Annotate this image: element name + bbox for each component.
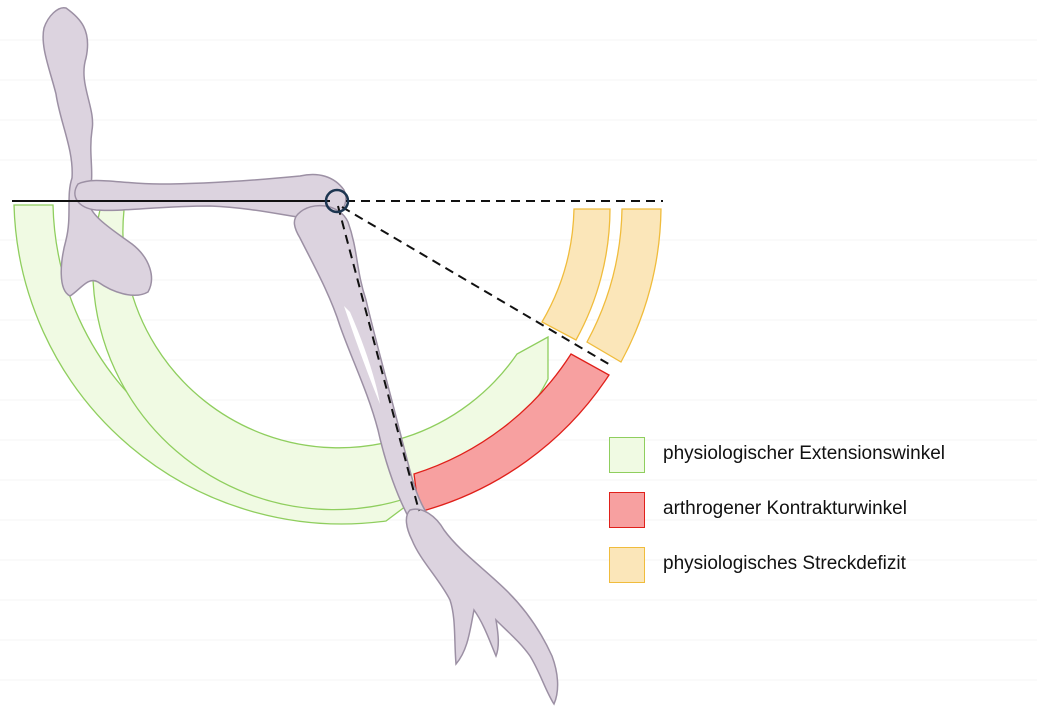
- legend-swatch-green: [609, 437, 645, 473]
- legend-item-extension: physiologischer Extensionswinkel: [609, 437, 1029, 475]
- scapula-bone: [43, 8, 151, 296]
- legend-swatch-red: [609, 492, 645, 528]
- legend-label-contracture: arthrogener Kontrakturwinkel: [663, 498, 907, 520]
- legend-label-extension: physiologischer Extensionswinkel: [663, 443, 945, 465]
- legend-swatch-yellow: [609, 547, 645, 583]
- forepaw-bones: [406, 509, 557, 704]
- legend-item-deficit: physiologisches Streckdefizit: [609, 547, 1029, 585]
- legend-label-deficit: physiologisches Streckdefizit: [663, 553, 906, 575]
- legend: physiologischer Extensionswinkel arthrog…: [609, 437, 1029, 602]
- legend-item-contracture: arthrogener Kontrakturwinkel: [609, 492, 1029, 530]
